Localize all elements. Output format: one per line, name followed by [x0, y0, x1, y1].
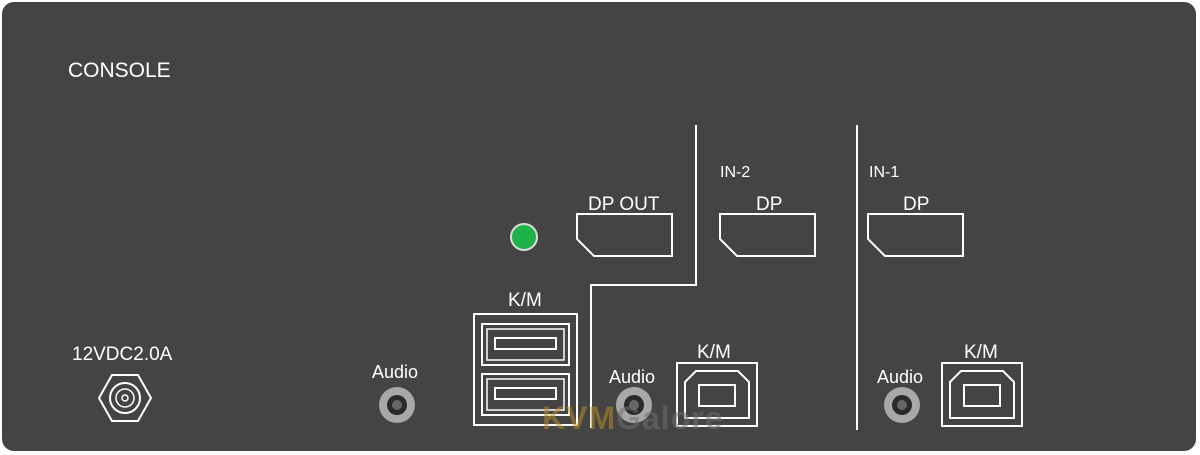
km-console-label: K/M	[508, 290, 542, 311]
in1-group-label: IN-1	[869, 164, 900, 181]
audio-jack-console[interactable]	[379, 387, 415, 423]
status-led	[510, 223, 538, 251]
dp-in1-port[interactable]	[867, 213, 964, 257]
watermark-part1: KVM	[542, 400, 617, 436]
power-label: 12VDC2.0A	[72, 344, 173, 365]
audio-in1-label: Audio	[877, 367, 924, 387]
dp-out-port[interactable]	[576, 213, 673, 257]
usb-b-port-in1[interactable]	[941, 362, 1023, 427]
usb-a-stack	[473, 313, 578, 426]
dp-out-label: DP OUT	[588, 194, 660, 215]
divider-line-in2	[590, 125, 697, 428]
in2-group-label: IN-2	[720, 164, 751, 181]
console-label: CONSOLE	[68, 59, 171, 82]
usb-a-port-bottom[interactable]	[481, 373, 570, 416]
audio-console-label: Audio	[372, 362, 419, 382]
dp-in2-label: DP	[756, 194, 783, 215]
dc-power-jack[interactable]	[97, 374, 153, 422]
km-in2-label: K/M	[697, 342, 731, 363]
audio-jack-in1[interactable]	[884, 387, 920, 423]
km-in1-label: K/M	[964, 342, 998, 363]
dp-in2-port[interactable]	[719, 213, 816, 257]
dp-in1-label: DP	[903, 194, 930, 215]
usb-b-port-in2[interactable]	[676, 362, 758, 427]
watermark-part2: Galore	[616, 400, 724, 436]
usb-a-port-top[interactable]	[481, 323, 570, 366]
watermark: KVMGalore	[542, 402, 723, 434]
audio-in2-label: Audio	[609, 367, 656, 387]
audio-jack-in2[interactable]	[616, 387, 652, 423]
